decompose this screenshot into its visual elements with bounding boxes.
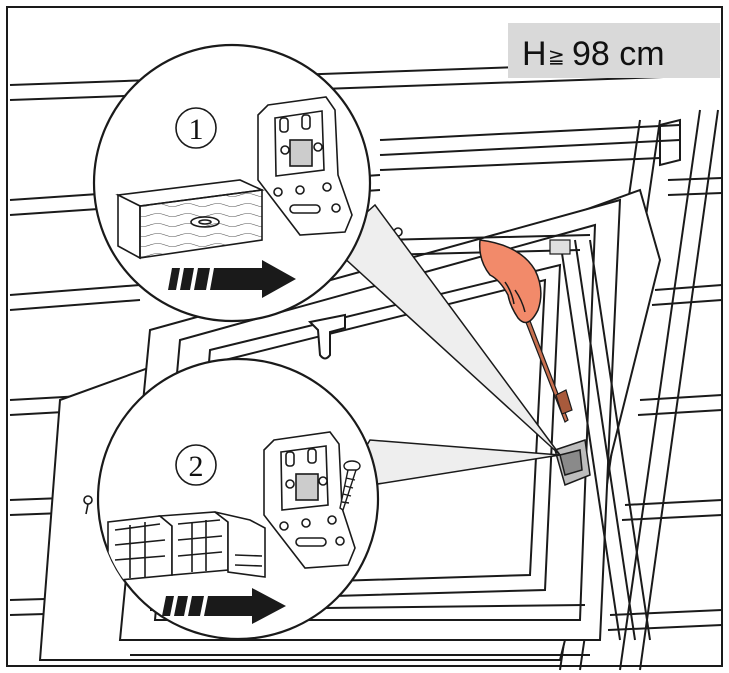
- height-badge: H ≧ 98 cm: [508, 23, 720, 78]
- height-symbol: ≧: [548, 44, 565, 68]
- callout-step-2: 2: [96, 357, 380, 641]
- arrow-right-2-icon: [162, 588, 286, 624]
- arrow-right-icon: [168, 260, 296, 298]
- top-corner-bracket: [549, 239, 571, 255]
- step-number-2: 2: [189, 450, 204, 483]
- bracket-icon: [257, 96, 353, 236]
- callout-step-1: 1: [92, 43, 372, 323]
- plastic-spacer-blocks: [107, 511, 266, 581]
- mounted-bracket: [554, 439, 591, 487]
- wood-block: [115, 179, 265, 260]
- height-prefix: H: [522, 35, 547, 73]
- step-number-badge-2: [175, 444, 217, 486]
- screw-icon: [339, 460, 361, 512]
- step-number-1: 1: [189, 113, 204, 146]
- hand-holding-screwdriver-icon: [478, 239, 542, 324]
- step-number-badge-1: [175, 107, 217, 149]
- bracket-2-icon: [263, 431, 356, 569]
- height-badge-background: [508, 23, 720, 78]
- height-value: 98 cm: [572, 35, 665, 73]
- window-handle: [307, 313, 346, 360]
- window-frame-top: [379, 234, 651, 641]
